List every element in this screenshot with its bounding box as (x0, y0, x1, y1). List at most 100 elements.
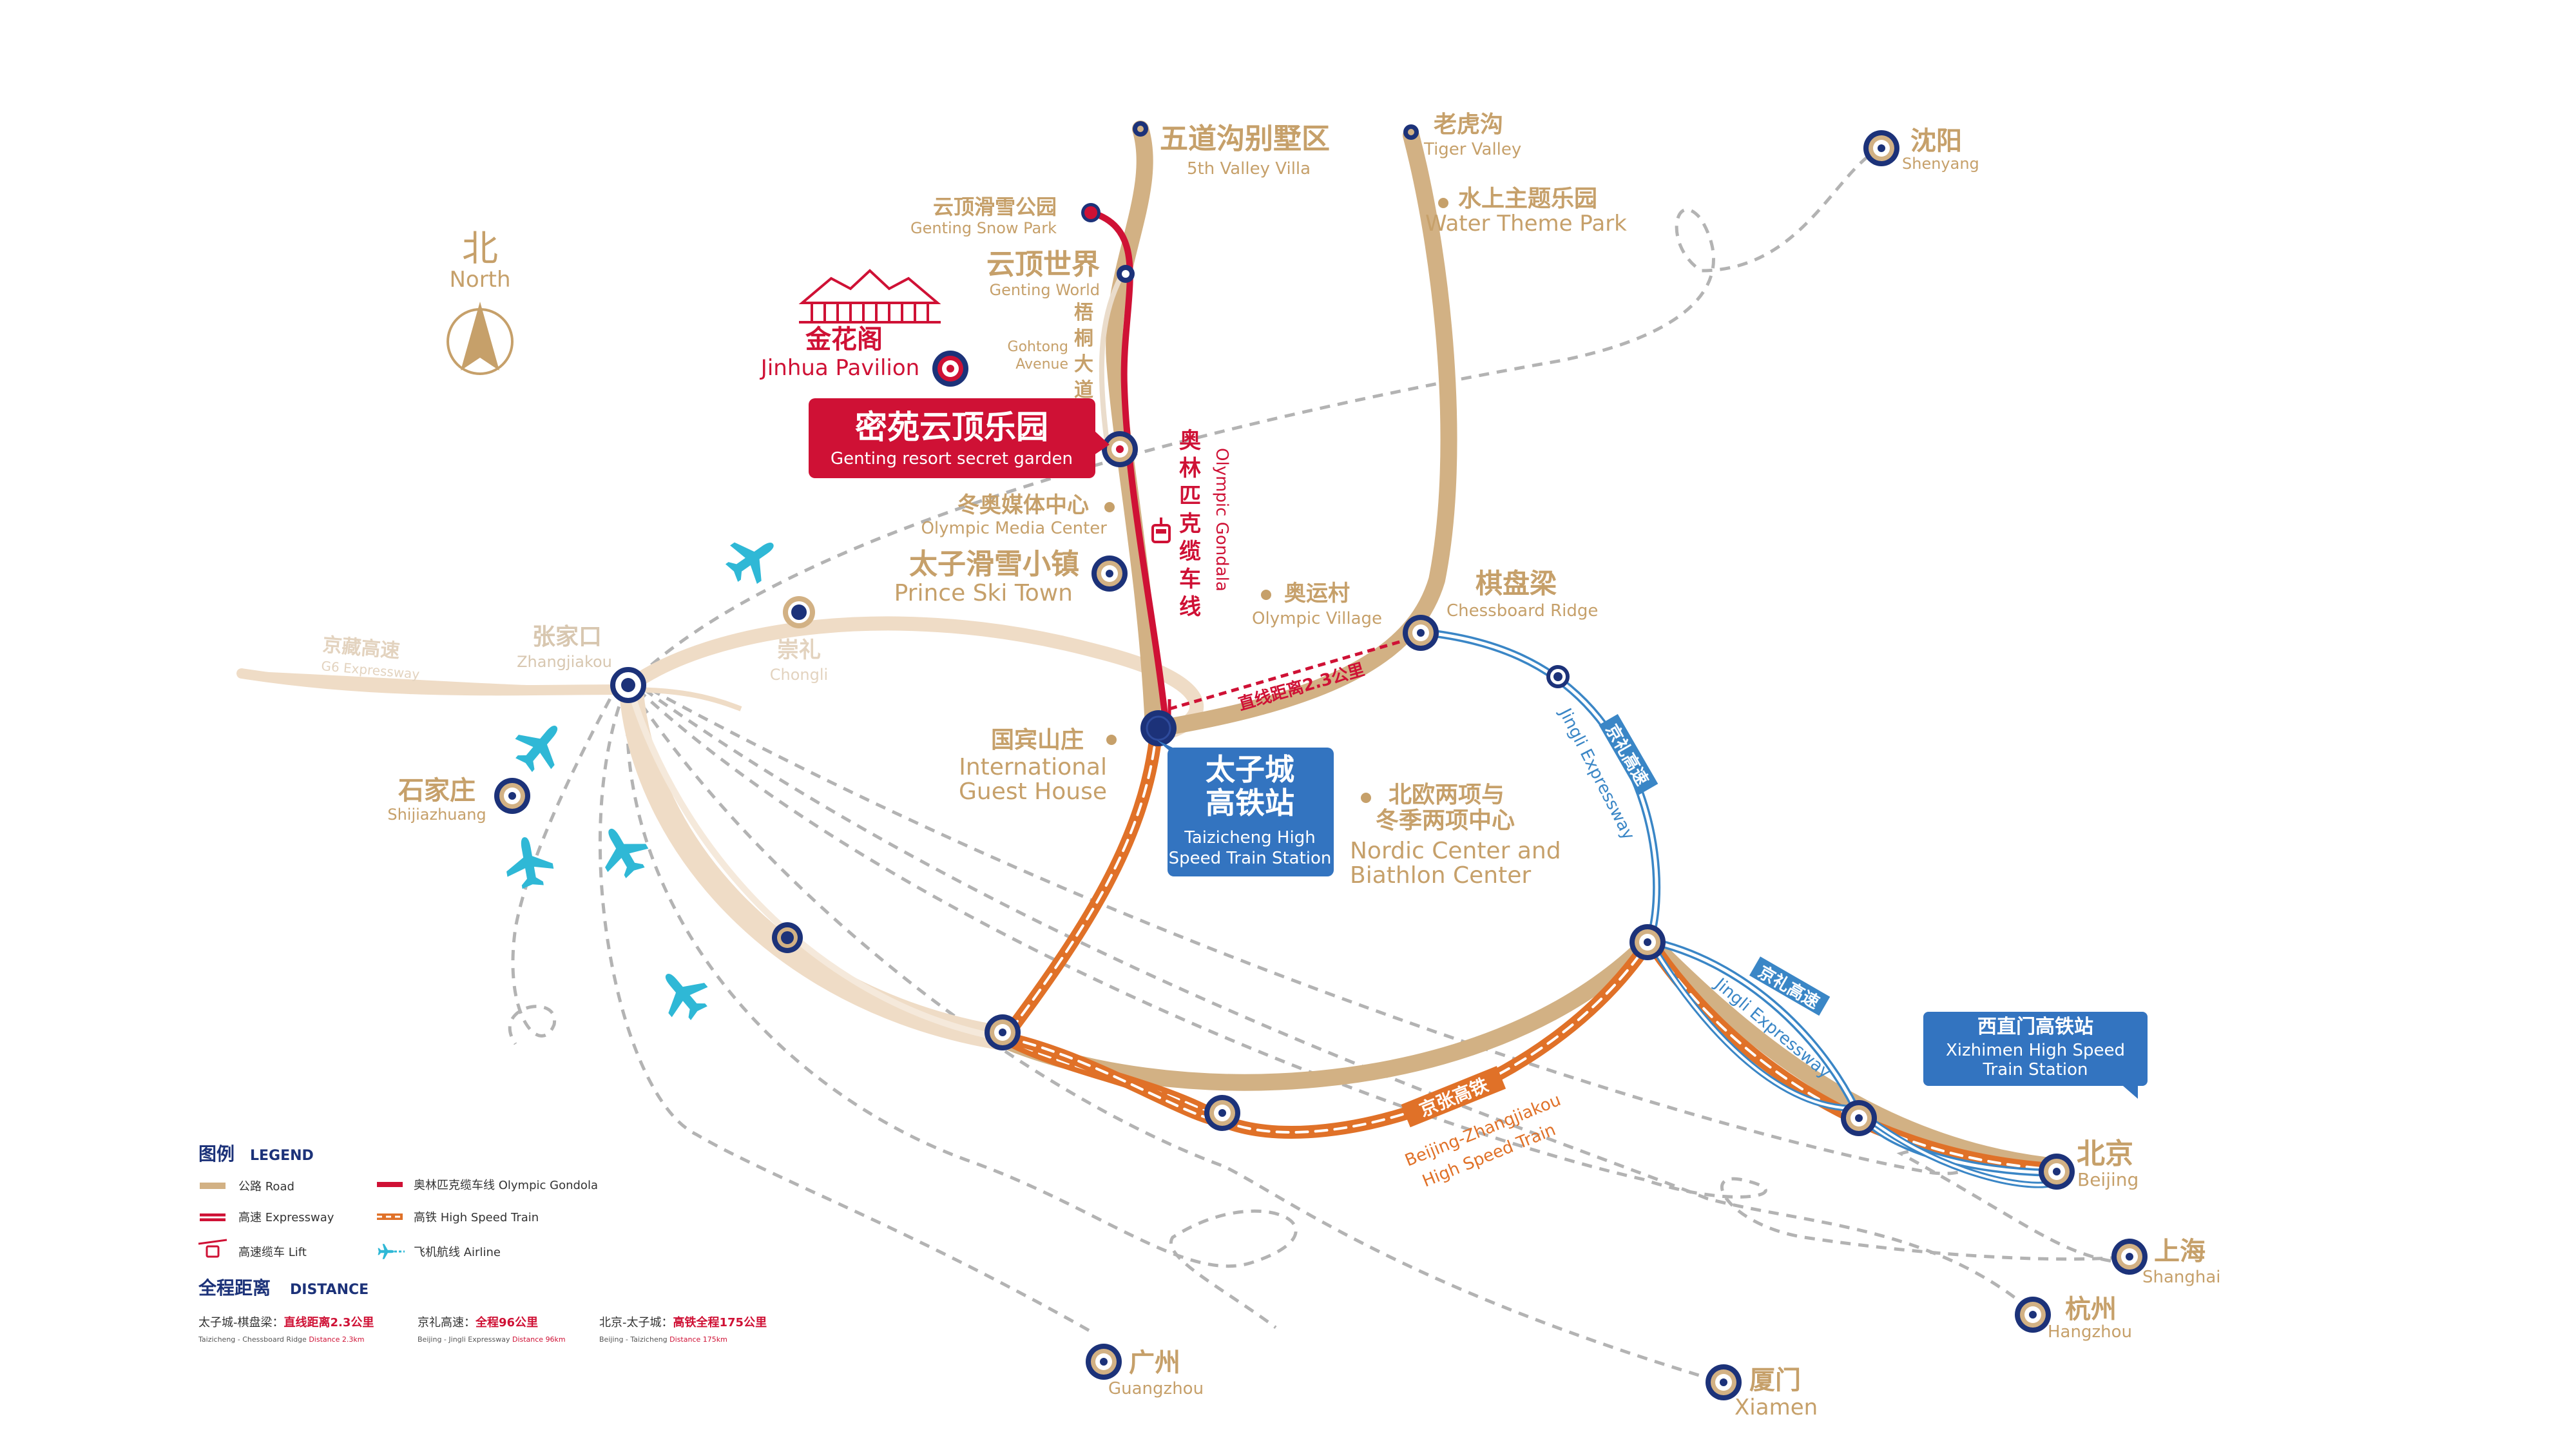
label-shenyang-en: Shenyang (1902, 155, 1979, 173)
airplane-icon (718, 525, 787, 592)
gohtong-avenue-overlay (1099, 269, 1127, 452)
label-shanghai-zh: 上海 (2154, 1237, 2206, 1266)
label-chessboard-en: Chessboard Ridge (1447, 601, 1598, 621)
node-jinhua (932, 351, 968, 387)
svg-text:飞机航线 Airline: 飞机航线 Airline (414, 1246, 501, 1259)
label-xizhimen-en2: Train Station (1982, 1060, 2088, 1079)
label-g6-zh: 京藏高速 (322, 633, 401, 662)
label-nordic-en1: Nordic Center and (1350, 838, 1561, 864)
label-prince-ski-zh: 太子滑雪小镇 (909, 548, 1079, 581)
label-jinhua-en: Jinhua Pavilion (760, 355, 919, 381)
label-genting-world-en: Genting World (989, 281, 1100, 299)
label-shanghai-en: Shanghai (2142, 1268, 2221, 1287)
distance-3-en: Beijing - Taizicheng (599, 1335, 668, 1344)
label-hangzhou-zh: 杭州 (2065, 1295, 2117, 1324)
node-rail-1 (985, 1014, 1021, 1050)
label-shijiazhuang-en: Shijiazhuang (387, 806, 486, 824)
distance-title-en: DISTANCE (290, 1282, 369, 1298)
distance-3-value: 高铁全程175公里 (673, 1315, 767, 1329)
node-secret-garden (1102, 431, 1138, 467)
dot-water-park (1438, 198, 1448, 208)
svg-text:高速缆车 Lift: 高速缆车 Lift (238, 1246, 307, 1259)
label-nordic-zh2: 冬季两项中心 (1376, 807, 1515, 834)
labels: 五道沟别墅区 5th Valley Villa 老虎沟 Tiger Valley… (321, 111, 2221, 1420)
light-roads (236, 616, 1204, 1050)
svg-text:奥林匹克缆车线 Olympic Gondola: 奥林匹克缆车线 Olympic Gondola (414, 1179, 598, 1192)
svg-text:北京-太子城：高铁全程175公里: 北京-太子城：高铁全程175公里 (599, 1315, 767, 1329)
svg-text:京礼高速：全程96公里: 京礼高速：全程96公里 (418, 1315, 538, 1329)
distance-3-en-value: Distance 175km (669, 1335, 727, 1344)
node-shanghai (2111, 1239, 2148, 1275)
label-snow-park-zh: 云顶滑雪公园 (933, 195, 1057, 219)
node-chongli (783, 596, 815, 628)
label-zhangjiakou-en: Zhangjiakou (517, 653, 612, 671)
airline-routes (508, 146, 2127, 1387)
node-genting-world (1117, 265, 1135, 283)
straight-distance-line (1168, 625, 1426, 719)
svg-text:太子城-棋盘梁：直线距离2.3公里: 太子城-棋盘梁：直线距离2.3公里 (198, 1315, 374, 1329)
distance-1-en-value: Distance 2.3km (309, 1335, 364, 1344)
label-chessboard-zh: 棋盘梁 (1475, 568, 1557, 599)
taizicheng-station-callout: 太子城 高铁站 Taizicheng High Speed Train Stat… (1157, 740, 1334, 876)
label-chongli-en: Chongli (770, 666, 828, 684)
legend-gondola-zh: 奥林匹克缆车线 (414, 1179, 495, 1192)
map-nodes (494, 121, 2148, 1400)
legend-airline-en: Airline (464, 1246, 501, 1259)
compass-en: North (449, 267, 510, 293)
label-zhangjiakou-zh: 张家口 (532, 624, 602, 650)
dot-olympic-village (1261, 590, 1271, 600)
airplane-icon (501, 833, 557, 891)
label-media-center-zh: 冬奥媒体中心 (957, 492, 1089, 518)
label-station-en2: Speed Train Station (1169, 849, 1332, 868)
label-gondola-zh-1: 奥 (1179, 428, 1201, 454)
distance-2-en: Beijing - Jingli Expressway (418, 1335, 510, 1344)
label-gohtong-zh-4: 道 (1074, 379, 1093, 401)
legend: 图例 LEGEND 公路 Road 奥林匹克缆车线 Olympic Gondol… (198, 1143, 767, 1344)
label-media-center-en: Olympic Media Center (921, 519, 1107, 538)
legend-train-zh: 高铁 (414, 1211, 437, 1224)
node-shijiazhuang (494, 778, 530, 814)
legend-expressway-en: Expressway (265, 1211, 334, 1224)
label-station-zh2: 高铁站 (1206, 786, 1294, 820)
g6-expressway (241, 671, 742, 711)
legend-road-zh: 公路 (238, 1180, 262, 1194)
legend-title-zh: 图例 (198, 1143, 235, 1165)
legend-lift-zh: 高速缆车 (238, 1246, 285, 1259)
label-gohtong-en-2: Avenue (1015, 356, 1068, 372)
pavilion-icon (798, 269, 941, 324)
label-xizhimen-en1: Xizhimen High Speed (1946, 1041, 2125, 1060)
distance-1-value: 直线距离2.3公里 (284, 1315, 374, 1329)
label-secret-garden-zh: 密苑云顶乐园 (855, 409, 1048, 446)
distance-1-zh: 太子城-棋盘梁： (198, 1316, 284, 1329)
node-wudaogou (1133, 121, 1148, 137)
legend-lift-en: Lift (289, 1246, 307, 1259)
label-water-park-en: Water Theme Park (1425, 211, 1627, 237)
legend-expressway-zh: 高速 (238, 1211, 262, 1224)
xizhimen-callout: 西直门高铁站 Xizhimen High Speed Train Station (1923, 1012, 2148, 1099)
label-guest-house-zh: 国宾山庄 (991, 727, 1084, 753)
legend-train-en: High Speed Train (441, 1211, 539, 1224)
label-nordic-zh1: 北欧两项与 (1389, 782, 1504, 808)
dot-nordic (1361, 793, 1371, 803)
label-nordic-en2: Biathlon Center (1350, 862, 1531, 889)
svg-text:公路 Road: 公路 Road (238, 1180, 294, 1194)
label-station-en1: Taizicheng High (1184, 828, 1315, 847)
secret-garden-callout: 密苑云顶乐园 Genting resort secret garden (809, 398, 1110, 478)
label-gohtong-zh-1: 梧 (1074, 302, 1093, 324)
label-snow-park-en: Genting Snow Park (910, 219, 1057, 237)
label-genting-world-zh: 云顶世界 (986, 248, 1100, 281)
distance-1-en: Taizicheng - Chessboard Ridge (198, 1335, 307, 1344)
node-rail-2 (1204, 1095, 1240, 1131)
label-hangzhou-en: Hangzhou (2048, 1322, 2132, 1342)
compass-arrow-icon (447, 302, 514, 375)
airplane-icon (506, 711, 575, 780)
legend-lift-icon (198, 1239, 227, 1258)
node-beijing (2039, 1154, 2075, 1190)
label-gondola-zh-5: 缆 (1179, 539, 1201, 565)
label-station-zh1: 太子城 (1206, 752, 1294, 787)
distance-3-zh: 北京-太子城： (599, 1316, 673, 1329)
label-guest-house-en2: Guest House (959, 778, 1107, 805)
label-jingli-a-en: Jingli Expressway (1555, 704, 1639, 844)
node-zhangjiakou (610, 667, 646, 703)
node-taizicheng (1140, 710, 1177, 746)
